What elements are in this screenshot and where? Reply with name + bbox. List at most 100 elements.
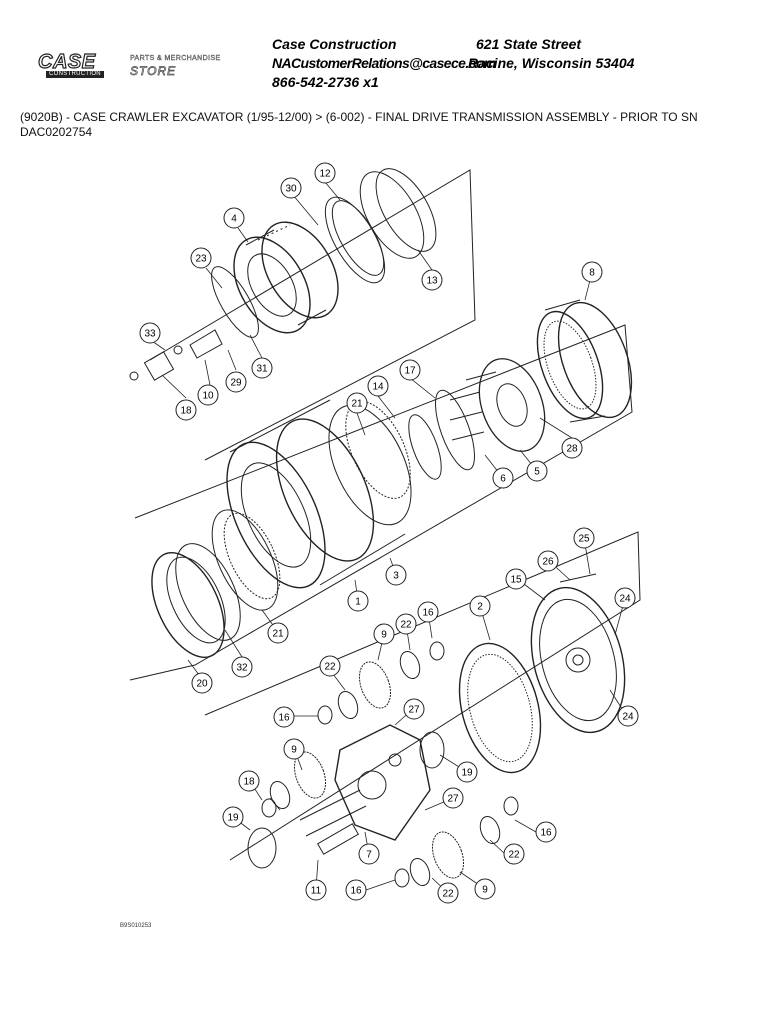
callout-32: 32 [231, 656, 253, 678]
street-address: 621 State Street [476, 36, 582, 52]
callout-label: 17 [404, 366, 416, 377]
callout-9: 9 [373, 623, 395, 645]
ring-gear-part [536, 299, 633, 423]
callout-27: 27 [442, 787, 464, 809]
callout-33: 33 [139, 322, 161, 344]
hub-part [233, 221, 339, 334]
main-housing-part [226, 399, 412, 589]
ring-gear-2-part [458, 642, 542, 774]
callout-label: 22 [442, 889, 454, 900]
bearing-21-part [211, 401, 411, 611]
panel-middle-outline [129, 324, 633, 681]
planet-carrier-part [449, 358, 546, 452]
callout-label: 24 [619, 594, 631, 605]
callout-label: 9 [291, 745, 297, 756]
callout-label: 3 [393, 571, 399, 582]
callout-31: 31 [251, 357, 273, 379]
store-logo-line2: STORE [130, 64, 177, 79]
callout-19: 19 [456, 761, 478, 783]
callout-22: 22 [319, 655, 341, 677]
callout-label: 16 [422, 608, 434, 619]
floating-seal-part [151, 543, 241, 659]
callout-label: 20 [196, 679, 208, 690]
callout-label: 27 [447, 794, 459, 805]
callout-label: 10 [202, 391, 214, 402]
callout-22: 22 [503, 843, 525, 865]
callout-12: 12 [314, 162, 336, 184]
callout-label: 16 [278, 713, 290, 724]
callout-2: 2 [469, 595, 491, 617]
callout-16: 16 [535, 821, 557, 843]
callout-label: 26 [542, 557, 554, 568]
callout-label: 22 [508, 850, 520, 861]
thrust-washers-part [247, 641, 519, 888]
callout-label: 27 [408, 705, 420, 716]
callout-22: 22 [437, 882, 459, 904]
callout-label: 28 [566, 444, 578, 455]
callout-label: 21 [272, 629, 284, 640]
callout-27: 27 [403, 698, 425, 720]
callout-1: 1 [347, 590, 369, 612]
callout-label: 7 [366, 850, 372, 861]
callout-label: 9 [381, 630, 387, 641]
callout-label: 14 [372, 382, 384, 393]
case-logo[interactable]: CASE CONSTRUCTION [37, 51, 110, 78]
callout-23: 23 [190, 247, 212, 269]
callout-label: 13 [426, 276, 438, 287]
callout-label: 8 [589, 268, 595, 279]
callout-18: 18 [238, 770, 260, 792]
callout-22: 22 [395, 613, 417, 635]
seal-14-part [408, 414, 442, 480]
callout-16: 16 [273, 706, 295, 728]
callout-label: 9 [482, 885, 488, 896]
callout-label: 16 [350, 886, 362, 897]
callout-label: 16 [540, 828, 552, 839]
shaft-and-bearing-part [129, 266, 259, 381]
callout-label: 2 [477, 602, 483, 613]
callout-label: 5 [534, 467, 540, 478]
callout-label: 18 [180, 406, 192, 417]
panel-upper-outline [149, 169, 476, 461]
bolt-part [559, 573, 597, 583]
callout-label: 18 [243, 777, 255, 788]
callout-label: 25 [578, 534, 590, 545]
callout-16: 16 [417, 601, 439, 623]
case-logo-wordmark: CASE [37, 51, 96, 73]
callout-4: 4 [223, 207, 245, 229]
callout-11: 11 [305, 879, 327, 901]
callout-label: 12 [319, 169, 331, 180]
snap-ring-part [435, 389, 475, 471]
callout-13: 13 [421, 269, 443, 291]
case-logo-subtitle: CONSTRUCTION [46, 71, 104, 78]
callout-18: 18 [175, 399, 197, 421]
callout-label: 22 [400, 620, 412, 631]
callout-label: 30 [285, 184, 297, 195]
callout-label: 11 [311, 886, 322, 897]
planet-gears-part [269, 650, 501, 887]
breadcrumb: (9020B) - CASE CRAWLER EXCAVATOR (1/95-1… [20, 110, 698, 139]
company-name: Case Construction [272, 36, 397, 52]
exploded-parts-diagram: 3012423138331029311814172128653121252615… [129, 162, 641, 904]
callout-label: 19 [227, 813, 239, 824]
callout-14: 14 [367, 375, 389, 397]
callout-8: 8 [581, 261, 603, 283]
callout-19: 19 [222, 806, 244, 828]
callout-9: 9 [283, 738, 305, 760]
seal-rings-part [324, 168, 437, 284]
cover-part [530, 586, 626, 734]
drawing-code: B9S010253 [120, 923, 152, 929]
callout-7: 7 [358, 843, 380, 865]
callout-20: 20 [191, 672, 213, 694]
callout-29: 29 [225, 371, 247, 393]
callout-label: 19 [461, 768, 473, 779]
callout-30: 30 [280, 177, 302, 199]
callout-label: 22 [324, 662, 336, 673]
callout-label: 21 [351, 399, 363, 410]
callout-label: 6 [500, 474, 506, 485]
callout-3: 3 [385, 564, 407, 586]
callout-label: 24 [622, 712, 634, 723]
callout-24: 24 [617, 705, 639, 727]
callout-24: 24 [614, 587, 636, 609]
callout-25: 25 [573, 527, 595, 549]
email-link[interactable]: NACustomerRelations@casece.com [272, 55, 496, 71]
